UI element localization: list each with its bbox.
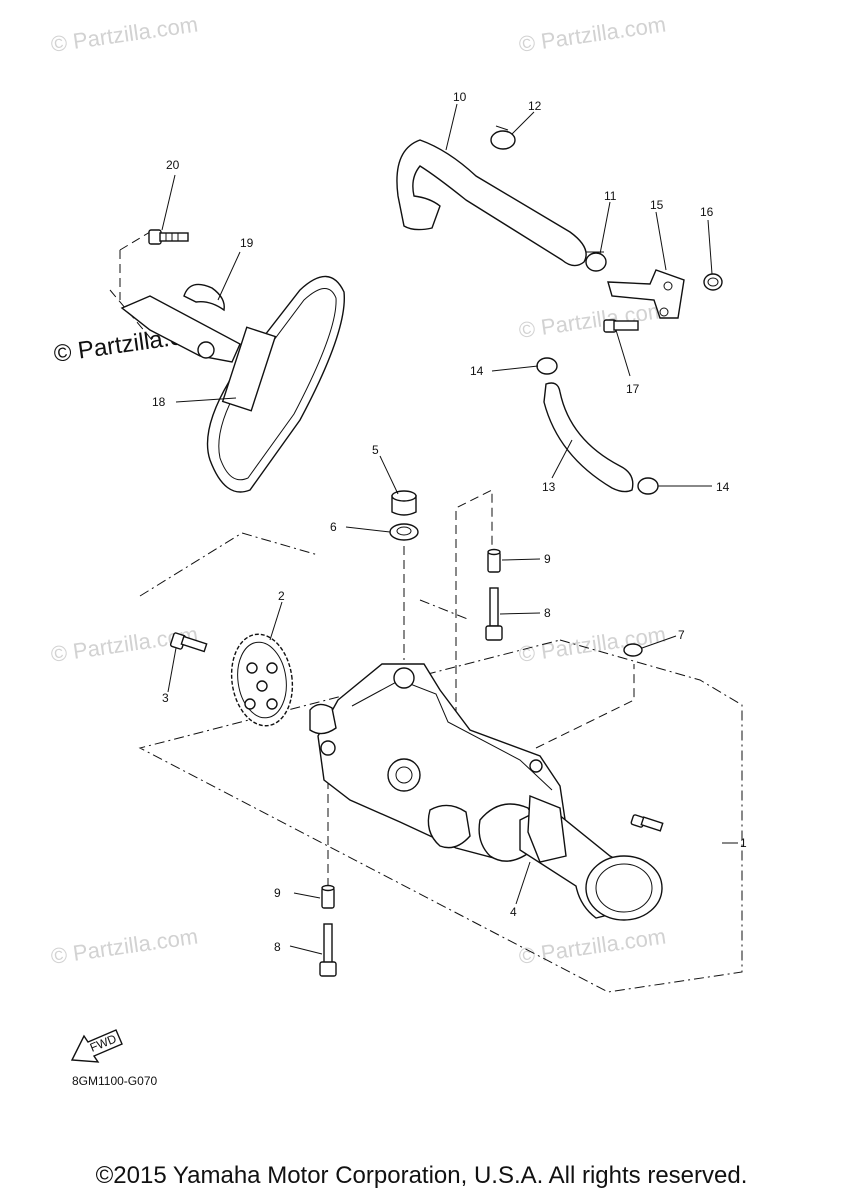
- callout-8-bottom: 8: [274, 940, 281, 954]
- callout-4: 4: [510, 905, 517, 919]
- diagram-code: 8GM1100-G070: [72, 1074, 158, 1088]
- assembly-boundary: [138, 532, 743, 993]
- callout-10: 10: [453, 90, 467, 104]
- dowel-part-9: [321, 884, 335, 909]
- callout-15: 15: [650, 198, 664, 212]
- callout-11: 11: [604, 189, 617, 203]
- bolt-part-3: [169, 632, 208, 653]
- fwd-arrow-icon: FWD: [70, 1029, 123, 1063]
- callout-9-bottom: 9: [274, 886, 281, 900]
- gear-part-2: [230, 633, 294, 727]
- washer-part-6: [389, 523, 419, 541]
- o-ring-inner: [707, 277, 719, 287]
- watermark: © Partzilla.com: [517, 12, 667, 57]
- callout-6: 6: [330, 520, 337, 534]
- callout-5: 5: [372, 443, 379, 457]
- cam-chain-part-18: [206, 275, 346, 493]
- bolt-part-20: [148, 229, 189, 245]
- clamp-part-14: [637, 477, 659, 495]
- oil-pump-assembly: [309, 663, 664, 921]
- hose-part-13: [543, 382, 634, 493]
- watermark: © Partzilla.com: [49, 12, 199, 57]
- callout-20: 20: [166, 158, 180, 172]
- clamp-part-14: [536, 357, 558, 375]
- callout-12: 12: [528, 99, 542, 113]
- clamp-part-11: [585, 251, 607, 272]
- leader-lines: [161, 103, 738, 955]
- bolt-part-8: [319, 923, 337, 977]
- callout-16: 16: [700, 205, 714, 219]
- collar-part-5: [391, 490, 417, 516]
- watermark: © Partzilla.com: [517, 298, 667, 343]
- callout-18: 18: [152, 395, 166, 409]
- pipe-part-15: [607, 269, 685, 319]
- callout-9-top: 9: [544, 552, 551, 566]
- callout-13: 13: [542, 480, 556, 494]
- bolt-part-8: [485, 587, 503, 641]
- callout-19: 19: [240, 236, 254, 250]
- callout-14-top: 14: [470, 364, 484, 378]
- alignment-line: [455, 489, 493, 730]
- bolt-part-17: [603, 319, 639, 333]
- callout-8-top: 8: [544, 606, 551, 620]
- callout-7: 7: [678, 628, 685, 642]
- watermark-group: © Partzilla.com © Partzilla.com © Partzi…: [49, 12, 667, 969]
- washer-part-7: [623, 643, 643, 657]
- callout-3: 3: [162, 691, 169, 705]
- callout-1: 1: [740, 836, 747, 850]
- callout-17: 17: [626, 382, 640, 396]
- watermark: © Partzilla.com: [517, 622, 667, 667]
- callout-labels: 20 19 18 10 12 11 15 16 17 14 13 14 5 6 …: [152, 90, 747, 954]
- callout-2: 2: [278, 589, 285, 603]
- copyright-text: ©2015 Yamaha Motor Corporation, U.S.A. A…: [95, 1162, 748, 1189]
- hose-part-10: [396, 139, 587, 267]
- clamp-part-12: [490, 125, 516, 150]
- alignment-line: [535, 664, 635, 749]
- chain-guide-part-19: [120, 283, 241, 363]
- o-ring-part-16: [703, 273, 723, 291]
- watermark: © Partzilla.com: [517, 924, 667, 969]
- dowel-part-9: [487, 548, 501, 573]
- watermark: © Partzilla.com: [49, 924, 199, 969]
- callout-14-bottom: 14: [716, 480, 730, 494]
